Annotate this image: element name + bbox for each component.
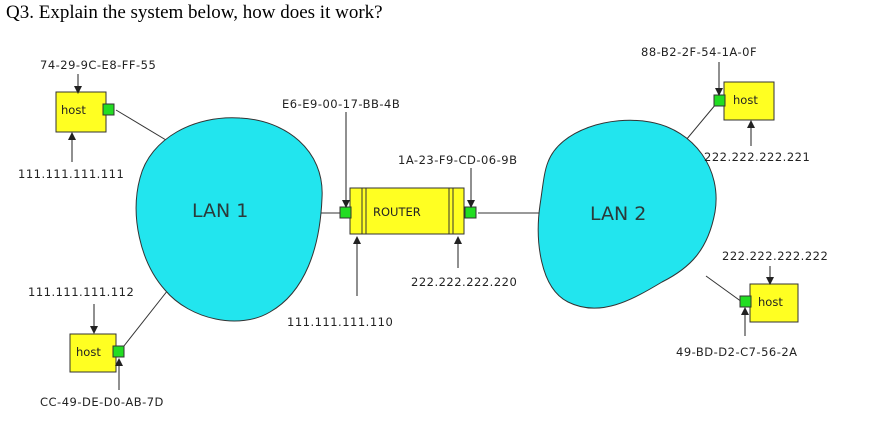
host-2-box [69, 333, 117, 373]
router-ip-right: 222.222.222.220 [411, 275, 517, 289]
host-2-label: host [76, 345, 101, 359]
host-1-ip: 111.111.111.111 [18, 167, 124, 181]
link-host4-lan2 [705, 275, 743, 303]
host-3-mac: 88-B2-2F-54-1A-0F [641, 45, 757, 59]
host-3-box [723, 81, 775, 121]
lan2-label: LAN 2 [590, 203, 646, 225]
host-4-ip: 222.222.222.222 [722, 249, 828, 263]
router-mac-left: E6-E9-00-17-BB-4B [282, 97, 400, 111]
host-3-port [713, 94, 726, 107]
router-ip-left: 111.111.111.110 [287, 315, 393, 329]
host-1-port [102, 103, 115, 116]
link-host2-lan1 [119, 289, 169, 352]
router-port-right [464, 206, 477, 219]
lan2-cloud [537, 119, 717, 309]
host-1: host [55, 91, 115, 133]
host-3-ip: 222.222.222.221 [704, 150, 810, 164]
host-4-mac: 49-BD-D2-C7-56-2A [676, 345, 798, 359]
lan1-cloud [135, 117, 323, 322]
lan1-label: LAN 1 [192, 200, 248, 222]
host-2-mac: CC-49-DE-D0-AB-7D [40, 395, 164, 409]
router: ROUTER [339, 187, 477, 235]
link-host3-lan2 [685, 103, 717, 141]
question-text: Q3. Explain the system below, how does i… [6, 2, 383, 23]
host-4-port [739, 295, 752, 308]
router-mac-right: 1A-23-F9-CD-06-9B [398, 153, 517, 167]
host-1-label: host [61, 103, 86, 117]
host-2-port [112, 345, 125, 358]
host-4: host [739, 283, 799, 323]
host-3-label: host [733, 93, 758, 107]
host-3: host [713, 81, 775, 121]
host-4-label: host [758, 295, 783, 309]
host-2-ip: 111.111.111.112 [28, 285, 134, 299]
host-1-mac: 74-29-9C-E8-FF-55 [40, 58, 156, 72]
router-port-left [339, 206, 352, 219]
host-2: host [69, 333, 125, 373]
router-label: ROUTER [373, 205, 421, 219]
router-box [349, 187, 465, 235]
